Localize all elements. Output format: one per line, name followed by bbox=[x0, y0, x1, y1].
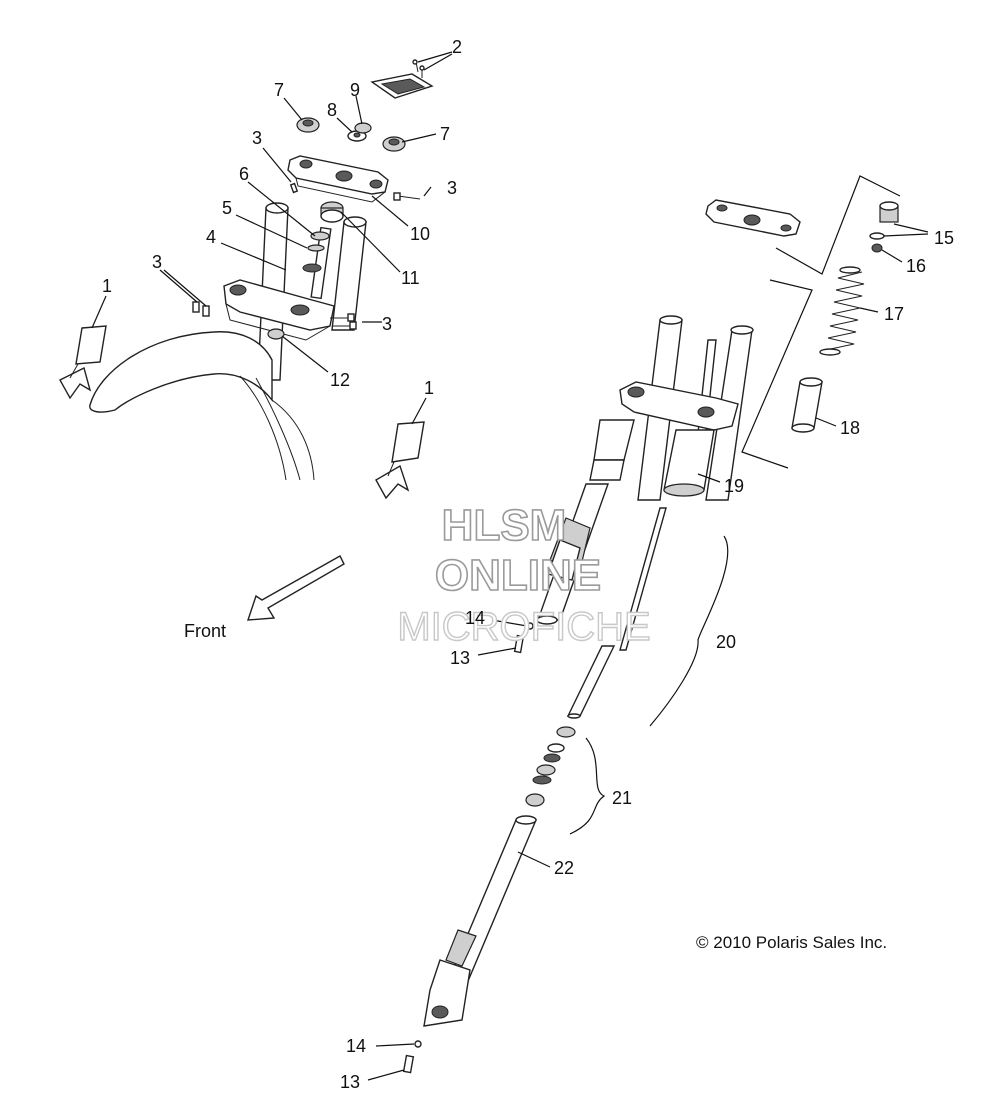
part-17-spring bbox=[819, 266, 865, 356]
callout-15: 15 bbox=[934, 228, 954, 248]
callout-2: 2 bbox=[452, 37, 462, 57]
part-2-cover-plate bbox=[370, 59, 434, 99]
part-1-slider-left bbox=[59, 325, 107, 400]
callout-12: 12 bbox=[330, 370, 350, 390]
callout-3-left: 3 bbox=[152, 252, 162, 272]
callout-11: 11 bbox=[401, 268, 420, 288]
front-label: Front bbox=[184, 621, 226, 641]
callout-7-right: 7 bbox=[440, 124, 450, 144]
front-fender bbox=[89, 331, 315, 481]
fork-slider-middle bbox=[536, 483, 609, 625]
bracket-20 bbox=[649, 535, 729, 727]
bracket-17-18 bbox=[741, 279, 813, 469]
part-5-6-steering-stem bbox=[302, 226, 332, 300]
part-3-screw-top bbox=[289, 182, 299, 194]
part-14-oring-bottom bbox=[414, 1040, 422, 1048]
watermark-line-3: MICROFICHE bbox=[397, 605, 650, 649]
callout-14-middle: 14 bbox=[465, 608, 485, 628]
callout-labels: 2 7 9 8 7 3 3 6 10 5 4 11 3 1 3 12 1 15 … bbox=[102, 37, 954, 1092]
callout-3-upper: 3 bbox=[252, 128, 262, 148]
watermark: HLSM ONLINE MICROFICHE bbox=[397, 500, 652, 650]
front-direction-arrow bbox=[247, 555, 345, 621]
part-15-cap bbox=[869, 201, 899, 240]
callout-1-left: 1 bbox=[102, 276, 112, 296]
callout-19: 19 bbox=[724, 476, 744, 496]
part-3-bolt-right bbox=[393, 192, 421, 201]
callout-3-lower: 3 bbox=[382, 314, 392, 334]
callout-22: 22 bbox=[554, 858, 574, 878]
part-13-bolt-bottom bbox=[402, 1054, 415, 1074]
part-3-bolts-right bbox=[330, 313, 357, 330]
part-16-washer bbox=[871, 243, 883, 253]
part-9-nut bbox=[354, 122, 372, 134]
part-10-upper-triple-clamp bbox=[287, 155, 389, 203]
callout-7-left: 7 bbox=[274, 80, 284, 100]
callout-13-middle: 13 bbox=[450, 648, 470, 668]
part-11-stem-nut bbox=[320, 201, 344, 223]
part-21-bushings-seals bbox=[525, 726, 576, 807]
part-1-slider-right bbox=[375, 421, 425, 500]
watermark-line-2: ONLINE bbox=[435, 551, 601, 600]
callout-14-bottom: 14 bbox=[346, 1036, 366, 1056]
callout-16: 16 bbox=[906, 256, 926, 276]
part-18-spacer-tube bbox=[791, 377, 823, 433]
part-4-lower-triple-clamp bbox=[223, 279, 335, 341]
part-13-bolt-middle bbox=[513, 634, 525, 654]
callout-5: 5 bbox=[222, 198, 232, 218]
callout-3-right: 3 bbox=[447, 178, 457, 198]
bracket-15-16 bbox=[775, 175, 901, 275]
watermark-line-1: HLSM bbox=[442, 501, 567, 550]
part-22-outer-fork-leg bbox=[423, 815, 538, 1027]
part-7-nut-left bbox=[296, 117, 320, 133]
callout-10: 10 bbox=[410, 224, 430, 244]
part-12-bearing bbox=[267, 328, 285, 340]
part-19-fork-assembly bbox=[589, 315, 754, 501]
callout-9: 9 bbox=[350, 80, 360, 100]
callout-17: 17 bbox=[884, 304, 904, 324]
callout-4: 4 bbox=[206, 227, 216, 247]
callout-1-right: 1 bbox=[424, 378, 434, 398]
right-upper-triple-clamp bbox=[705, 199, 801, 237]
part-3-bolts-left bbox=[192, 301, 210, 317]
callout-6: 6 bbox=[239, 164, 249, 184]
callout-13-bottom: 13 bbox=[340, 1072, 360, 1092]
part-7-nut-right bbox=[382, 136, 406, 152]
callout-21: 21 bbox=[612, 788, 632, 808]
callout-8: 8 bbox=[327, 100, 337, 120]
copyright-notice: © 2010 Polaris Sales Inc. bbox=[696, 933, 887, 952]
bracket-21 bbox=[569, 737, 606, 835]
part-20-damper-rod bbox=[566, 507, 667, 719]
callout-20: 20 bbox=[716, 632, 736, 652]
leader-lines bbox=[91, 51, 929, 1081]
callout-18: 18 bbox=[840, 418, 860, 438]
